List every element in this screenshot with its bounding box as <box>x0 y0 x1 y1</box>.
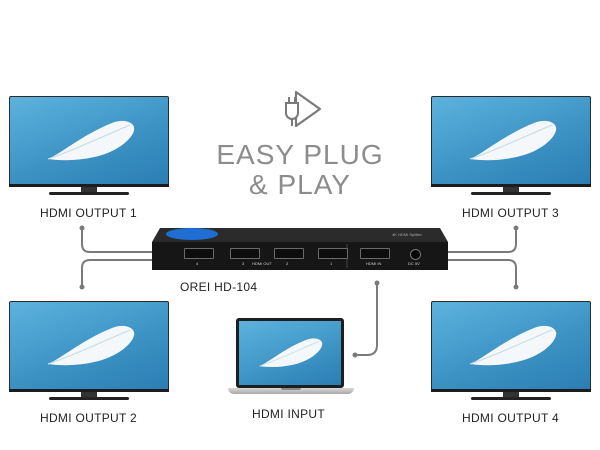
port-label-hdmi-out: HDMI OUT <box>252 261 272 266</box>
tv-screen <box>431 301 591 391</box>
splitter-device: 4 3 HDMI OUT 2 1 HDMI IN DC 5V 4K HDMI S… <box>152 228 448 270</box>
label-input: HDMI INPUT <box>252 407 325 421</box>
tv-screen <box>9 96 169 186</box>
hdmi-out-port-3 <box>230 248 260 259</box>
label-output-3: HDMI OUTPUT 3 <box>462 206 560 220</box>
feather-icon <box>259 338 323 367</box>
feather-icon <box>469 120 557 161</box>
device-model-label: OREI HD-104 <box>180 280 258 294</box>
feather-icon <box>47 120 135 161</box>
laptop-input-source <box>228 318 354 400</box>
headline-line-1: EASY PLUG <box>216 139 384 170</box>
laptop-screen <box>236 318 344 388</box>
feather-icon <box>469 325 557 366</box>
port-label-3: 3 <box>242 261 245 266</box>
label-output-4: HDMI OUTPUT 4 <box>462 411 560 425</box>
hdmi-out-port-1 <box>318 248 348 259</box>
tv-output-2 <box>9 301 169 406</box>
headline-line-2: & PLAY <box>249 169 351 200</box>
label-output-1: HDMI OUTPUT 1 <box>40 206 138 220</box>
tv-screen <box>9 301 169 391</box>
tv-screen <box>431 96 591 186</box>
plug-play-icon <box>285 90 322 128</box>
label-output-2: HDMI OUTPUT 2 <box>40 411 138 425</box>
power-port <box>410 249 421 260</box>
port-label-1: 1 <box>330 261 333 266</box>
port-label-hdmi-in: HDMI IN <box>366 261 382 266</box>
tv-output-1 <box>9 96 169 201</box>
hdmi-out-port-2 <box>274 248 304 259</box>
port-label-4: 4 <box>196 261 199 266</box>
port-label-2: 2 <box>286 261 289 266</box>
hdmi-in-port <box>360 248 390 259</box>
feather-icon <box>47 325 135 366</box>
tv-output-3 <box>431 96 591 201</box>
device-top-text: 4K HDMI Splitter <box>392 232 422 237</box>
tv-output-4 <box>431 301 591 406</box>
hdmi-out-port-4 <box>184 248 214 259</box>
port-label-dc: DC 5V <box>408 261 420 266</box>
